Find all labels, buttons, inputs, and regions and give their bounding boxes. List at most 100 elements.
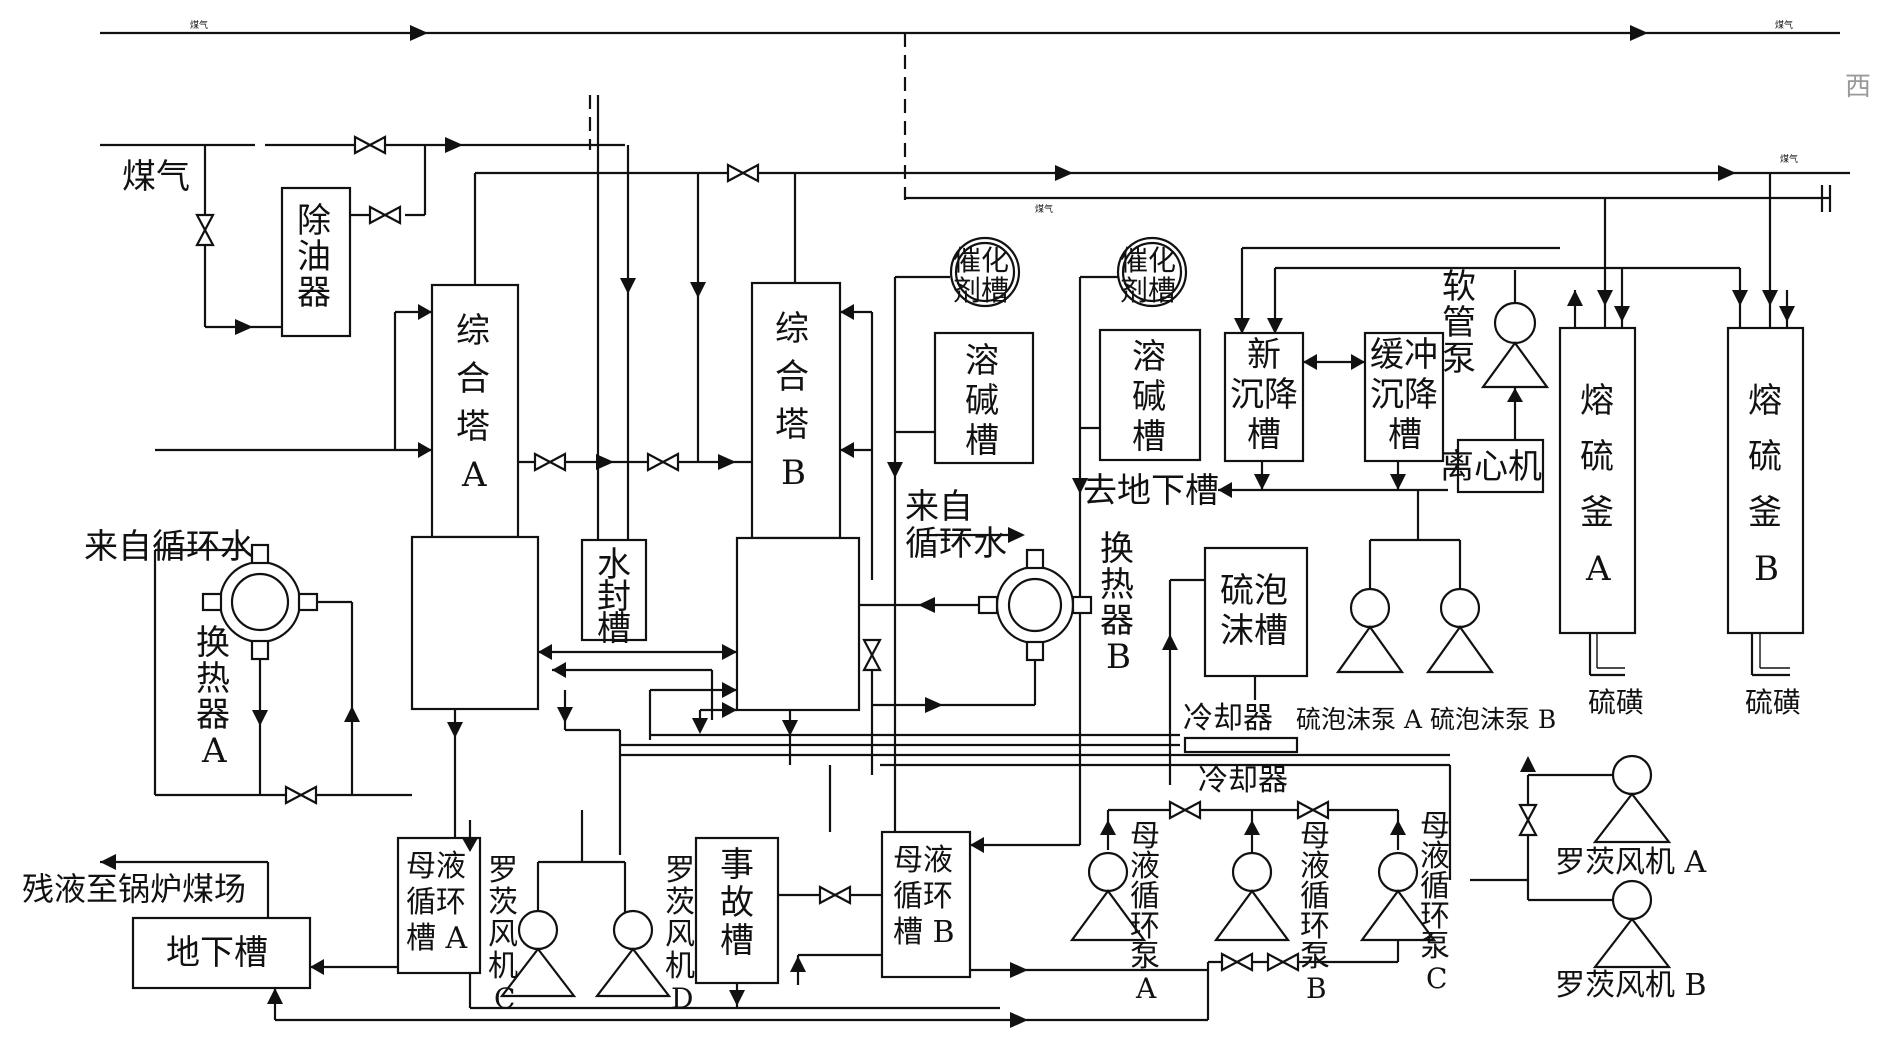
ml-pump-a[interactable] <box>1069 851 1147 942</box>
catalyst-tank-1: 催化 剂槽 <box>887 236 1021 845</box>
buffer-settler <box>1363 331 1445 463</box>
tower-b-lower <box>735 536 861 712</box>
arrow-right <box>1010 1012 1028 1028</box>
oil-remover-label-3: 器 <box>297 273 331 313</box>
cooler-1-body <box>1183 736 1299 754</box>
ml-pump-c-label: 泵 <box>1420 929 1450 964</box>
gas-inlet-label: 煤气 <box>122 157 190 197</box>
arrow-down <box>1732 290 1748 306</box>
hose-pump-head <box>1493 301 1537 345</box>
roots-blower-d-label: 机 <box>665 949 695 984</box>
ml-tank-a-label: 母液 <box>406 849 466 884</box>
arrow-down <box>1254 474 1270 490</box>
roots-blower-c-label: 机 <box>488 949 518 984</box>
roots-blower-b[interactable] <box>1592 879 1672 969</box>
alkali-tank-2-label: 碱 <box>1132 377 1166 417</box>
from-cooling-water-label-2: 来自 <box>905 487 973 527</box>
mid-pipe-tag: 煤气 <box>1035 203 1053 215</box>
arrow-up <box>1520 756 1536 772</box>
valve[interactable] <box>195 213 215 247</box>
ml-pump-b-label: 母 <box>1300 819 1330 854</box>
valve[interactable] <box>646 452 680 472</box>
sulfur-foam-tank: 硫泡 沫槽 <box>1162 546 1309 785</box>
valve[interactable] <box>368 205 402 225</box>
sulfur-ingot-a-label: 硫磺 <box>1588 686 1644 719</box>
sulfur-ingot-b-label: 硫磺 <box>1745 686 1801 719</box>
ml-pump-b-label: 循 <box>1300 879 1330 914</box>
water-seal-label: 槽 <box>597 609 631 649</box>
tower-interconnect <box>518 95 752 540</box>
tower-b-label: B <box>781 453 806 493</box>
heat-exchanger-b-label: 器 <box>1100 601 1134 641</box>
arrow-right <box>1351 354 1365 370</box>
nozzle <box>1025 640 1045 662</box>
water-seal-tank: 水 封 槽 <box>580 538 648 649</box>
arrow-up <box>1507 388 1523 402</box>
heat-exchanger-a-label: A <box>201 731 227 771</box>
arrow-right <box>925 697 943 713</box>
tower-a-label: 塔 <box>456 407 490 447</box>
arrow-left <box>310 959 324 975</box>
arrow-right <box>722 702 737 718</box>
arrow-right <box>445 137 463 153</box>
accident-tank-label: 槽 <box>720 921 754 961</box>
valve[interactable] <box>726 163 760 183</box>
catalyst-tank-2-label: 催化 <box>1120 244 1176 277</box>
hose-pump-label: 泵 <box>1442 339 1476 379</box>
nozzle <box>250 543 270 565</box>
valve[interactable] <box>533 452 567 472</box>
tower-a-label: A <box>461 455 487 495</box>
sulfur-foam-pump-a[interactable] <box>1335 587 1405 674</box>
roots-blower-c[interactable] <box>499 909 577 998</box>
arrow-left <box>538 644 552 660</box>
arrow-left <box>552 662 566 678</box>
water-seal-label: 水 <box>597 545 631 585</box>
valve[interactable] <box>1266 952 1300 972</box>
sulfur-kettle-b-label: 熔 <box>1748 381 1782 421</box>
valve[interactable] <box>1296 800 1330 820</box>
buffer-settler: 缓冲 沉降 槽 <box>1363 331 1445 490</box>
tower-a-lower <box>410 535 540 711</box>
catalyst-tank-1-label: 剂槽 <box>953 274 1009 307</box>
roots-blower-a[interactable] <box>1592 754 1672 844</box>
centrifuge-box <box>1456 438 1545 494</box>
from-cooling-water-label: 来自循环水 <box>84 527 254 567</box>
arrow-down <box>252 710 268 726</box>
alkali-tank-2 <box>1098 328 1202 462</box>
sulfur-kettle-b-label: B <box>1754 549 1779 589</box>
valve[interactable] <box>284 785 318 805</box>
valve[interactable] <box>353 135 387 155</box>
valve[interactable] <box>1518 803 1538 837</box>
sulfur-kettle-a-label: 硫 <box>1580 437 1614 477</box>
cooler-2: 冷却器 <box>1198 763 1288 798</box>
arrow-down <box>1597 290 1613 306</box>
water-seal <box>580 538 648 642</box>
heat-exchanger-a: 来自循环水 换 热 器 A <box>84 527 412 805</box>
alkali-tank-1-label: 槽 <box>965 421 999 461</box>
heat-exchanger-a-label: 热 <box>196 659 230 699</box>
centrifuge: 离心机 <box>1440 438 1545 494</box>
arrow-left <box>1303 354 1317 370</box>
new-settler-label: 槽 <box>1247 415 1281 455</box>
sulfur-kettle-a-label: 熔 <box>1580 381 1614 421</box>
ml-tank-a-label: 槽 A <box>406 921 468 956</box>
catalyst-tank-1-label: 催化 <box>953 244 1009 277</box>
valve[interactable] <box>1220 952 1254 972</box>
arrow-down <box>1234 318 1250 334</box>
sulfur-kettle-a-label: A <box>1585 549 1611 589</box>
arrow-up <box>790 956 806 972</box>
sulfur-kettle-a: 熔 硫 釜 A 硫磺 <box>1558 198 1644 719</box>
sulfur-foam-pump-b[interactable] <box>1425 587 1495 674</box>
ml-pump-c-label: 循 <box>1420 869 1450 904</box>
arrow-left <box>1218 482 1232 498</box>
ml-pump-c[interactable] <box>1359 851 1437 942</box>
valve[interactable] <box>818 885 852 905</box>
valve[interactable] <box>862 638 882 672</box>
valve[interactable] <box>1168 800 1202 820</box>
roots-blower-d[interactable] <box>594 909 672 998</box>
tower-a-label: 综 <box>456 311 490 351</box>
ml-pump-b[interactable] <box>1213 851 1291 942</box>
roots-blower-c-label: 罗 <box>488 853 518 888</box>
accident-tank <box>694 836 780 985</box>
arrow-right <box>410 25 428 41</box>
